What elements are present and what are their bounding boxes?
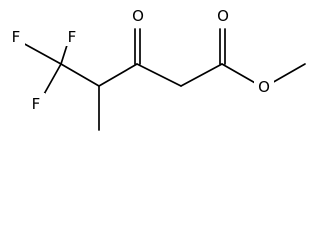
bond-o-methyl [269,63,306,85]
bond-c1-o-ester [221,63,258,85]
atom-labels: F F F O O O [7,5,274,113]
molecule-canvas: F F F O O O [7,5,306,131]
bond-c5-c4 [60,63,100,87]
atom-ester-oxygen-label: O [258,78,270,96]
bond-c4-c3 [98,63,138,87]
structure-diagram: F F F O O O [7,5,306,131]
bond-c5-f1 [20,41,62,65]
atom-f1-label: F [12,28,21,46]
atom-carbonyl-oxygen-label: O [217,7,229,25]
atom-f2-label: F [68,28,77,46]
bond-c3-c2 [136,63,182,87]
bond-c2-c1 [180,63,223,87]
atom-f3-label: F [32,95,41,113]
bonds [20,28,306,131]
bond-c5-f3 [42,63,62,97]
atom-ketone-oxygen-label: O [132,7,144,25]
